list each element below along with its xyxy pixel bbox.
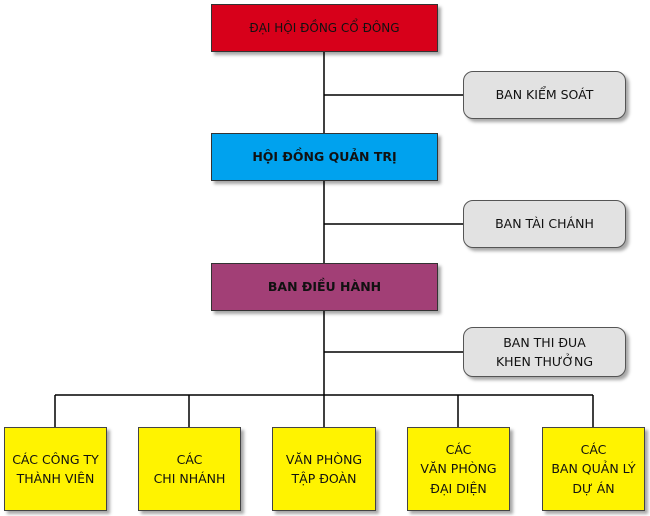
executive-board-label: BAN ĐIỀU HÀNH [267,279,382,295]
board-of-directors-box: HỘI ĐỒNG QUẢN TRỊ [211,133,438,181]
finance-board-box: BAN TÀI CHÁNH [463,200,626,248]
representative-offices-label: CÁC VĂN PHÒNG ĐẠI DIỆN [420,441,497,496]
general-meeting-box: ĐẠI HỘI ĐỒNG CỔ ĐÔNG [211,4,438,52]
branches-label: CÁC CHI NHÁNH [153,451,226,486]
board-of-directors-label: HỘI ĐỒNG QUẢN TRỊ [252,149,397,165]
project-boards-label: CÁC BAN QUẢN LÝ DỰ ÁN [551,441,636,496]
project-boards-box: CÁC BAN QUẢN LÝ DỰ ÁN [542,427,645,511]
member-companies-box: CÁC CÔNG TY THÀNH VIÊN [4,427,107,511]
representative-offices-box: CÁC VĂN PHÒNG ĐẠI DIỆN [407,427,510,511]
executive-board-box: BAN ĐIỀU HÀNH [211,263,438,311]
group-office-label: VĂN PHÒNG TẬP ĐOÀN [285,451,363,486]
member-companies-label: CÁC CÔNG TY THÀNH VIÊN [12,451,99,486]
branches-box: CÁC CHI NHÁNH [138,427,241,511]
emulation-board-label: BAN THI ĐUA KHEN THƯỞNG [495,334,594,369]
general-meeting-label: ĐẠI HỘI ĐỒNG CỔ ĐÔNG [249,20,400,35]
group-office-box: VĂN PHÒNG TẬP ĐOÀN [272,427,376,511]
finance-board-label: BAN TÀI CHÁNH [495,216,594,232]
supervisory-board-box: BAN KIỂM SOÁT [463,71,626,119]
supervisory-board-label: BAN KIỂM SOÁT [495,87,594,103]
emulation-board-box: BAN THI ĐUA KHEN THƯỞNG [463,327,626,377]
